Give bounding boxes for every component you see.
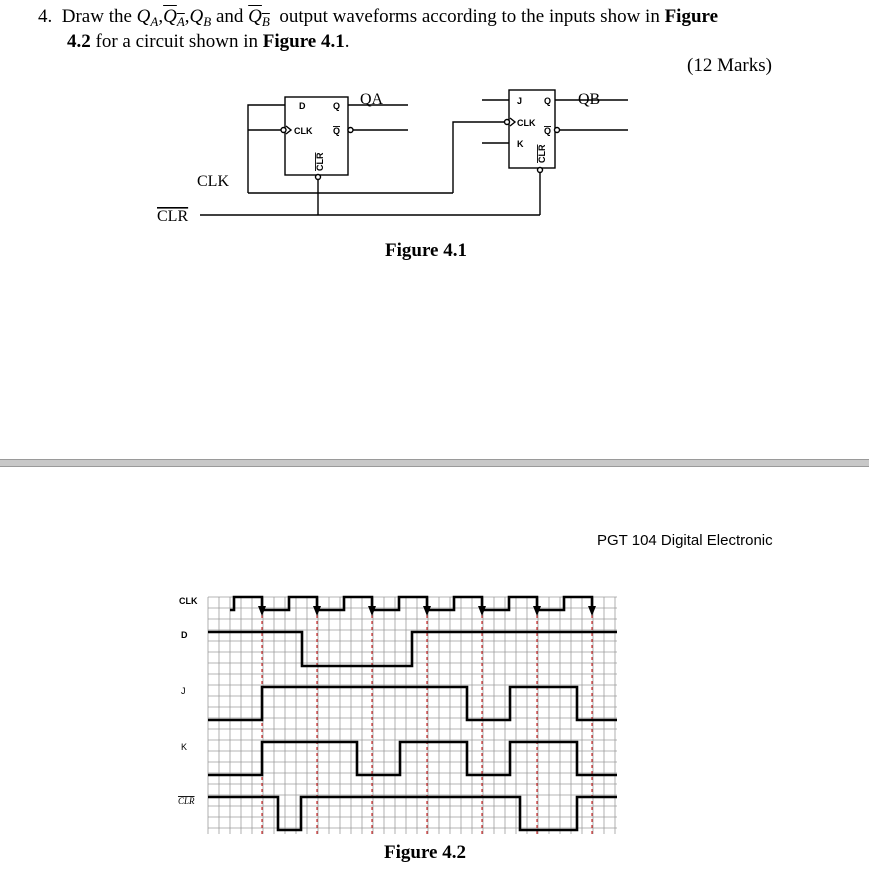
signal-label-j: J (181, 686, 186, 696)
figure-4-2-caption: Figure 4.2 (384, 842, 466, 863)
question-line-2: 4.2 for a circuit shown in Figure 4.1. (67, 31, 350, 52)
ff-a-qbar-pin: Q (333, 126, 340, 136)
ff-a-clr-pin: CLR (315, 152, 325, 171)
clock-edge-arrow (533, 606, 541, 616)
d-waveform (208, 630, 617, 668)
clock-edge-arrow (368, 606, 376, 616)
figure-4-1-caption: Figure 4.1 (385, 240, 467, 261)
circuit-diagram: D Q CLK Q CLR J Q CLK K Q CLR QA QB CLK … (157, 89, 628, 225)
ff-b-q-pin: Q (544, 96, 551, 106)
question-line-1: 4. Draw the QA,QA,QB and QB output wavef… (38, 6, 719, 29)
question-number: 4. (38, 6, 53, 27)
signal-label-k: K (181, 742, 187, 752)
signal-label-clk: CLK (179, 596, 198, 606)
ff-b-k-pin: K (517, 139, 524, 149)
marks-label: (12 Marks) (687, 55, 772, 76)
qa-bar-symbol: QA (163, 6, 185, 29)
ff-b-clr-pin: CLR (537, 144, 547, 163)
signal-label-clr: CLR (178, 796, 195, 806)
clock-edge-arrow (478, 606, 486, 616)
k-waveform (208, 740, 617, 777)
qa-output-label: QA (360, 91, 384, 108)
ff-a-clk-pin: CLK (294, 126, 313, 136)
qa-symbol: QA (136, 6, 159, 29)
clk-input-label: CLK (197, 173, 229, 190)
qb-symbol: QB (189, 6, 212, 29)
clk-waveform (230, 595, 594, 612)
clock-edge-arrow (423, 606, 431, 616)
ff-a-d-pin: D (299, 101, 306, 111)
page-separator (0, 459, 869, 467)
clr-waveform (208, 795, 617, 832)
clock-edge-arrow (588, 606, 596, 616)
ff-b-qbar-pin: Q (544, 126, 551, 136)
qb-output-label: QB (578, 91, 600, 108)
ff-b-clk-pin: CLK (517, 118, 536, 128)
course-title: PGT 104 Digital Electronic (597, 532, 773, 549)
ff-a-q-pin: Q (333, 101, 340, 111)
j-waveform (208, 685, 617, 722)
clock-edge-arrow (258, 606, 266, 616)
ff-b-j-pin: J (517, 96, 522, 106)
clr-input-label: CLR (157, 208, 188, 225)
qb-bar-symbol: QB (248, 6, 270, 29)
signal-label-d: D (181, 630, 188, 640)
clock-edge-arrow (313, 606, 321, 616)
timing-diagram: CLK D J K CLR (178, 595, 617, 834)
